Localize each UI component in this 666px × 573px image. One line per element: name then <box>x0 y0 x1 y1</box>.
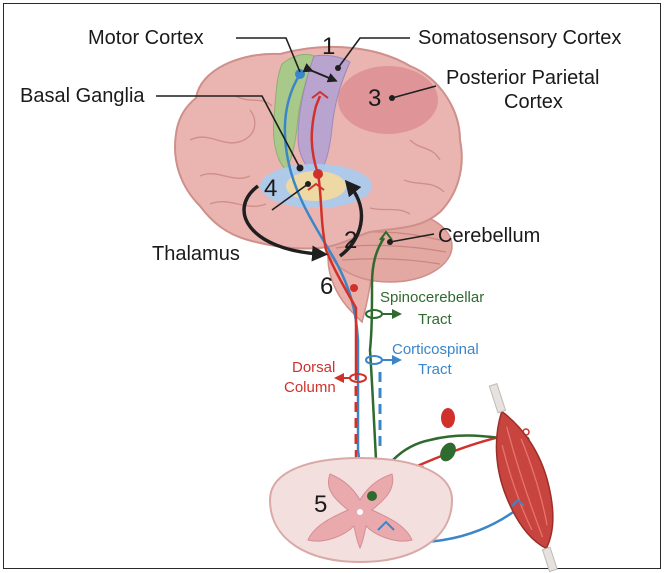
posterior-parietal-region <box>338 66 438 134</box>
interneuron-soma <box>367 491 377 501</box>
label-thalamus: Thalamus <box>152 243 240 265</box>
label-somatosensory-cortex: Somatosensory Cortex <box>418 27 621 49</box>
basal-ganglia-dot <box>297 165 304 172</box>
spinal-cord-section <box>270 458 452 562</box>
label-spinocerebellar-1: Spinocerebellar <box>380 289 484 306</box>
number-4: 4 <box>264 175 277 202</box>
label-posterior-parietal-1: Posterior Parietal <box>446 67 599 89</box>
number-1: 1 <box>322 33 335 60</box>
thalamus-dot <box>305 181 311 187</box>
label-cerebellum: Cerebellum <box>438 225 540 247</box>
label-corticospinal-2: Tract <box>418 361 452 378</box>
brainstem-synapse-dot <box>350 284 358 292</box>
label-basal-ganglia: Basal Ganglia <box>20 85 145 107</box>
label-dorsal-column-1: Dorsal <box>292 359 335 376</box>
label-dorsal-column-2: Column <box>284 379 336 396</box>
thalamus-relay-soma <box>313 169 323 179</box>
muscle <box>472 378 575 573</box>
label-spinocerebellar-2: Tract <box>418 311 452 328</box>
number-6: 6 <box>320 273 333 300</box>
number-2: 2 <box>344 227 357 254</box>
dorsal-column-marker <box>336 374 366 382</box>
green-drg-soma <box>437 440 459 464</box>
red-drg-soma <box>441 408 455 428</box>
cerebellum-dot <box>387 239 393 245</box>
number-5: 5 <box>314 491 327 518</box>
number-3: 3 <box>368 85 381 112</box>
parietal-dot <box>389 95 395 101</box>
label-posterior-parietal-2: Cortex <box>504 91 563 113</box>
label-motor-cortex: Motor Cortex <box>88 27 204 49</box>
label-corticospinal-1: Corticospinal <box>392 341 479 358</box>
somatosensory-dot <box>335 65 341 71</box>
